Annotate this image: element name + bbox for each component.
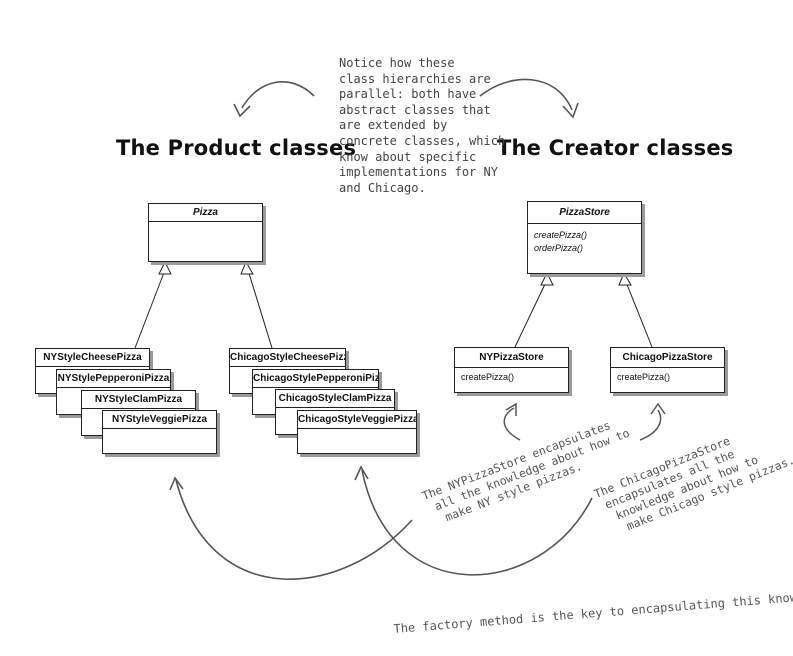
ny-knowledge-curve-head bbox=[169, 476, 184, 491]
class-name: ChicagoPizzaStore bbox=[611, 348, 724, 368]
pizza-class-box[interactable]: Pizza bbox=[148, 203, 263, 262]
note-line: concrete classes, which bbox=[339, 133, 506, 148]
note-line: implementations for NY bbox=[339, 165, 498, 180]
method-order-pizza: orderPizza() bbox=[534, 243, 584, 253]
ny-knowledge-curve bbox=[175, 479, 413, 580]
class-methods: createPizza() bbox=[611, 368, 724, 384]
note-line: class hierarchies are bbox=[339, 71, 491, 86]
creator-classes-heading: The Creator classes bbox=[497, 136, 734, 160]
chicago-pizza-inheritance-line bbox=[247, 269, 273, 349]
chicago-knowledge-curve bbox=[361, 469, 593, 576]
chicago-store-pointer bbox=[639, 409, 662, 441]
note-line: Notice how these bbox=[339, 56, 455, 70]
chicago-pizza-store-class-box[interactable]: ChicagoPizzaStore createPizza() bbox=[610, 347, 725, 393]
parallel-hierarchies-note: Notice how these class hierarchies are p… bbox=[339, 56, 505, 196]
class-name: NYPizzaStore bbox=[455, 348, 568, 368]
ny-store-inheritance-arrow bbox=[540, 271, 554, 286]
class-name: NYStyleCheesePizza bbox=[36, 349, 149, 367]
class-name: PizzaStore bbox=[528, 202, 641, 224]
chicago-store-inheritance-line bbox=[625, 281, 653, 348]
class-name: ChicagoStyleVeggiePizza bbox=[298, 411, 416, 429]
class-name: NYStyleVeggiePizza bbox=[103, 411, 216, 429]
method-create-pizza: createPizza() bbox=[534, 230, 588, 240]
class-name: ChicagoStyleCheesePizza bbox=[230, 349, 345, 367]
class-methods: createPizza() bbox=[455, 368, 568, 384]
note-line: parallel: both have bbox=[339, 87, 477, 102]
note-line: know about specific bbox=[339, 149, 477, 164]
pizza-store-class-box[interactable]: PizzaStore createPizza() orderPizza() bbox=[527, 201, 642, 274]
class-name: ChicagoStyleClamPizza bbox=[276, 390, 394, 408]
class-name: Pizza bbox=[149, 204, 262, 222]
right-curved-arrow bbox=[479, 78, 573, 111]
class-methods: createPizza() orderPizza() bbox=[528, 224, 641, 255]
product-classes-heading: The Product classes bbox=[116, 136, 357, 160]
class-name: ChicagoStylePepperoniPizza bbox=[253, 370, 378, 388]
method-create-pizza: createPizza() bbox=[617, 372, 671, 382]
right-curved-arrow-head bbox=[562, 102, 579, 119]
chicago-store-pointer-head bbox=[650, 402, 666, 415]
left-curved-arrow-head bbox=[233, 103, 251, 118]
ny-pizza-inheritance-arrow bbox=[158, 260, 172, 275]
ny-style-veggie-pizza-box[interactable]: NYStyleVeggiePizza bbox=[102, 410, 217, 454]
class-name: NYStyleClamPizza bbox=[82, 391, 195, 409]
chicago-pizza-inheritance-arrow bbox=[240, 260, 254, 275]
note-line: are extended by bbox=[339, 118, 448, 133]
chicago-knowledge-curve-head bbox=[354, 465, 369, 481]
chicago-style-veggie-pizza-box[interactable]: ChicagoStyleVeggiePizza bbox=[297, 410, 417, 454]
ny-store-pointer-head bbox=[505, 402, 517, 416]
left-curved-arrow bbox=[241, 80, 315, 109]
note-line: abstract classes that bbox=[339, 102, 491, 117]
ny-pizza-inheritance-line bbox=[134, 269, 166, 349]
method-create-pizza: createPizza() bbox=[461, 372, 515, 382]
note-line: and Chicago. bbox=[339, 180, 426, 195]
ny-pizza-store-class-box[interactable]: NYPizzaStore createPizza() bbox=[454, 347, 569, 393]
ny-store-pointer bbox=[503, 407, 521, 441]
class-name: NYStylePepperoniPizza bbox=[57, 370, 170, 388]
chicago-store-inheritance-arrow bbox=[618, 271, 632, 286]
ny-store-inheritance-line bbox=[514, 281, 547, 348]
